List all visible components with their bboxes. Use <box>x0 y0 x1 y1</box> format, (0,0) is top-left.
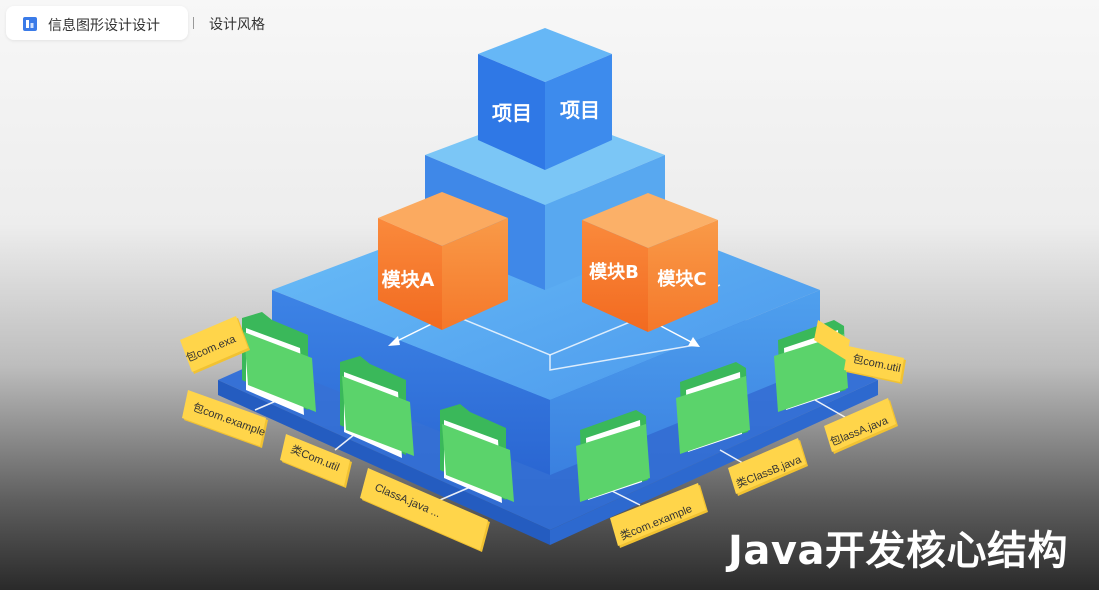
folder-icon <box>242 312 316 415</box>
module-a-label: 模块A <box>382 268 435 291</box>
project-label-left: 项目 <box>492 101 532 125</box>
module-bc-cube: 模块B 模块C <box>582 193 718 332</box>
design-style-link[interactable]: 设计风格 <box>209 17 265 33</box>
package-tag: 包com.exa <box>180 316 250 374</box>
header-divider <box>193 17 194 29</box>
folder-icon <box>440 404 514 503</box>
package-tag: 包com.util <box>814 320 906 384</box>
folder-icon <box>340 356 414 458</box>
folder-icon <box>676 362 750 454</box>
module-c-label: 模块C <box>657 268 706 290</box>
chart-icon <box>23 17 37 31</box>
project-cube: 项目 项目 <box>478 28 612 170</box>
folder-icon <box>576 410 650 502</box>
module-a-cube: 模块A <box>378 192 508 330</box>
app-title: 信息图形设计设计 <box>48 18 160 34</box>
project-label-right: 项目 <box>560 98 600 122</box>
app-title-bar[interactable]: 信息图形设计设计 <box>6 6 188 40</box>
folder-icon <box>774 320 848 412</box>
module-b-label: 模块B <box>589 261 639 283</box>
diagram-caption: Java开发核心结构 <box>728 528 1068 574</box>
class-tag: 类Com.util <box>280 434 352 488</box>
